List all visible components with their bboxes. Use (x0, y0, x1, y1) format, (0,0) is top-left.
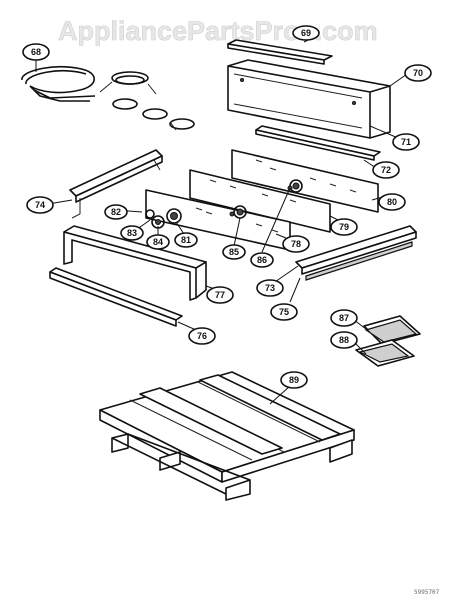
svg-text:78: 78 (291, 239, 301, 249)
callout-86: 86 (250, 252, 274, 268)
callout-80: 80 (378, 193, 406, 211)
bottom-trim-part (49, 267, 183, 327)
svg-text:74: 74 (35, 200, 45, 210)
pallet-part (99, 371, 355, 501)
front-frame-part (63, 225, 207, 301)
svg-text:84: 84 (153, 237, 163, 247)
manuals-part (355, 315, 421, 367)
svg-text:85: 85 (229, 247, 239, 257)
svg-text:86: 86 (257, 255, 267, 265)
callout-73: 73 (256, 279, 284, 297)
wire-harness-part (21, 66, 195, 131)
callout-88: 88 (330, 331, 358, 349)
callout-75: 75 (270, 303, 298, 321)
callout-83: 83 (120, 225, 144, 241)
control-knobs-part (145, 208, 182, 229)
callout-81: 81 (174, 232, 198, 248)
svg-text:72: 72 (381, 165, 391, 175)
callout-69: 69 (292, 25, 320, 41)
callout-89: 89 (280, 371, 308, 389)
svg-text:87: 87 (339, 313, 349, 323)
svg-text:70: 70 (413, 68, 423, 78)
callout-85: 85 (222, 244, 246, 260)
left-rail-part (69, 149, 163, 219)
footer-code: 5995707 (414, 589, 440, 596)
svg-text:76: 76 (197, 331, 207, 341)
svg-text:82: 82 (111, 207, 121, 217)
watermark-text: AppliancePartsPros.com (58, 16, 378, 46)
callout-78: 78 (282, 235, 310, 253)
svg-text:77: 77 (215, 290, 225, 300)
callout-70: 70 (404, 64, 432, 82)
callout-87: 87 (330, 309, 358, 327)
svg-text:69: 69 (301, 28, 311, 38)
callout-74: 74 (26, 196, 54, 214)
callout-77: 77 (206, 286, 234, 304)
svg-text:81: 81 (181, 235, 191, 245)
right-rail-part (295, 225, 417, 281)
svg-text:68: 68 (31, 47, 41, 57)
callout-76: 76 (188, 327, 216, 345)
svg-text:71: 71 (401, 137, 411, 147)
back-panel-part (227, 59, 391, 139)
trim-strip-part (255, 125, 381, 161)
svg-text:73: 73 (265, 283, 275, 293)
callout-68: 68 (22, 43, 50, 61)
svg-text:79: 79 (339, 222, 349, 232)
callout-84: 84 (146, 234, 170, 250)
callout-72: 72 (372, 161, 400, 179)
svg-text:75: 75 (279, 307, 289, 317)
svg-text:88: 88 (339, 335, 349, 345)
callout-82: 82 (104, 204, 128, 220)
svg-text:80: 80 (387, 197, 397, 207)
callout-71: 71 (392, 133, 420, 151)
svg-text:89: 89 (289, 375, 299, 385)
svg-text:83: 83 (127, 228, 137, 238)
top-trim-part (227, 39, 333, 65)
callout-79: 79 (330, 218, 358, 236)
